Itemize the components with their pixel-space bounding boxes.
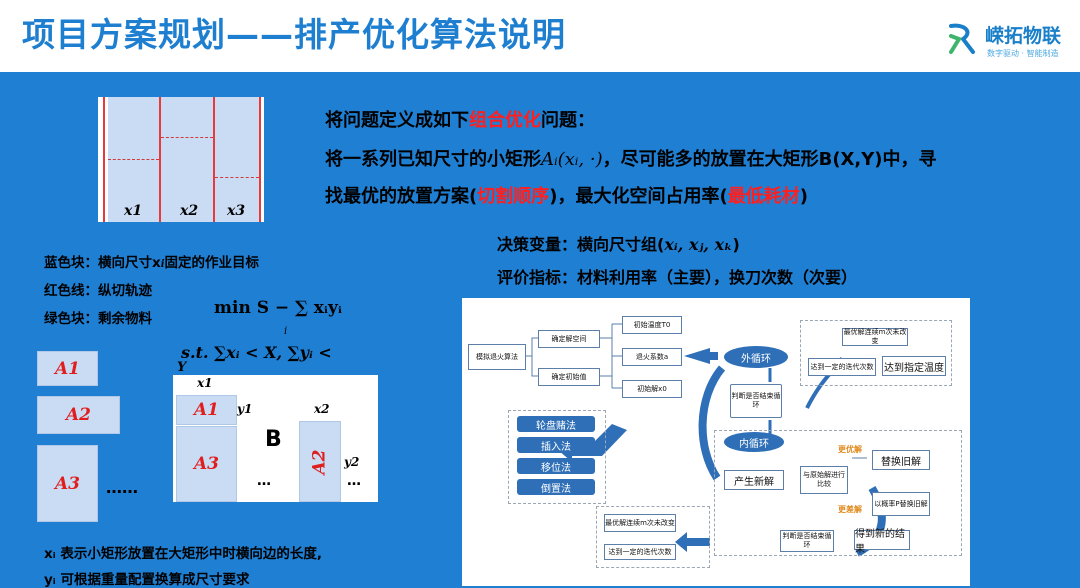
flow-compare: 与原始解进行比较 [800,466,848,494]
flow-judge-end: 判断是否结束循环 [730,384,782,418]
decision-math: xᵢ, xⱼ, xₖ [664,235,733,254]
problem-line-3-post: ) [799,186,808,207]
stop-criteria-bottom [596,506,710,568]
logo-name: 嵘拓物联 [985,25,1062,47]
flow-define-space: 确定解空间 [538,330,600,348]
evaluation-metrics: 评价指标：材料利用率（主要），换刀次数（次要） [497,268,858,287]
objective-formula: min S − ∑ xᵢyᵢ [214,298,342,318]
label-better: 更优解 [838,445,862,454]
dots-2: … [347,473,361,489]
decision-label: 决策变量：横向尺寸组( [497,235,665,254]
problem-line-2: 将一系列已知尺寸的小矩形Aᵢ(xᵢ, ·)，尽可能多的放置在大矩形B(X,Y)中… [325,145,937,171]
small-rect-a2: A2 [37,396,120,434]
methods-group [508,410,606,504]
placed-a2: A2 [299,421,341,502]
legend-blue: 蓝色块：横向尺寸xi固定的作业目标 [44,255,260,271]
arrow-right-icon [684,348,718,364]
label-worse: 更差解 [838,505,862,514]
label-x2: x2 [314,402,330,416]
cut-line [213,97,215,222]
ellipsis: …… [106,478,138,497]
flow-outer-loop: 外循环 [724,346,788,368]
cut-line [103,97,105,222]
flow-reach-temp: 达到指定温度 [882,356,946,376]
big-rect-b: A1 A3 A2 B x1 y1 x2 y2 … … [173,375,378,502]
legend-green: 绿色块：剩余物料 [44,311,152,327]
dots-1: … [257,473,271,489]
problem-line-3-pre: 找最优的放置方案( [325,186,478,207]
flow-init-sol: 初始解x0 [622,380,682,398]
placed-a3: A3 [176,426,237,502]
company-logo: 嵘拓物联 数字驱动 · 智能制造 [945,20,1075,64]
small-rect-a1: A1 [37,351,98,386]
flow-define-init: 确定初始值 [538,368,600,386]
small-rect-a3: A3 [37,445,98,522]
label-y2: y2 [344,455,360,469]
cross-cut-dash [108,159,159,160]
flow-new-result: 得到新的结果 [854,529,910,555]
flow-init-temp: 初始温度T0 [622,316,682,334]
method-invert: 倒置法 [517,479,595,495]
strip-3 [215,97,259,222]
method-insert: 插入法 [517,437,595,453]
inner-loop-group [714,430,962,556]
cut-line [159,97,161,222]
problem-line-2-math: Aᵢ(xᵢ, ·) [541,149,603,170]
problem-line-1-post: 问题： [541,110,595,131]
arrow-left-icon [675,532,710,552]
objective-subscript: i [284,326,288,337]
big-rect-label: B [265,427,282,452]
flow-replace-old: 替换旧解 [872,450,930,470]
highlight-combinatorial: 组合优化 [469,110,541,131]
cross-cut-dash [215,177,259,178]
flow-reach-iter-top: 达到一定的迭代次数 [808,358,876,376]
logo-tagline: 数字驱动 · 智能制造 [987,49,1059,58]
cut-line [259,97,261,222]
strip-label-x2: x2 [180,203,199,219]
highlight-cut-order: 切割顺序 [477,186,550,207]
footnote-1: xᵢ 表示小矩形放置在大矩形中时横向边的长度, [44,546,322,562]
placed-a2-label: A2 [310,448,330,475]
flow-judge-end-2: 判断是否结束循环 [780,530,834,552]
decision-variables: 决策变量：横向尺寸组(xᵢ, xⱼ, xₖ) [497,231,740,255]
page-title: 项目方案规划——排产优化算法说明 [22,15,566,54]
cross-cut-dash [161,137,213,138]
flow-inner-loop: 内循环 [724,432,784,452]
problem-line-2-pre: 将一系列已知尺寸的小矩形 [325,149,541,170]
flow-reach-iter-bottom: 达到一定的迭代次数 [604,544,676,560]
header-bar: 项目方案规划——排产优化算法说明 嵘拓物联 数字驱动 · 智能制造 [0,0,1080,72]
highlight-min-material: 最低耗材 [727,186,800,207]
flow-best-unchanged-bottom: 最优解连续m次未改变 [604,514,676,532]
flow-prob-replace: 以概率P替换旧解 [872,492,930,516]
flow-cool-coef: 退火系数a [622,348,682,366]
footnote-2: yᵢ 可根据重量配置换算成尺寸要求 [44,572,250,588]
strip-label-x1: x1 [124,203,143,219]
problem-line-1-pre: 将问题定义成如下 [325,110,469,131]
label-y1: y1 [237,402,253,416]
strip-cutting-diagram: x1 x2 x3 [98,97,264,222]
logo-icon [949,23,975,54]
label-x1: x1 [197,376,213,390]
problem-line-1: 将问题定义成如下组合优化问题： [325,106,595,132]
constraint-tail: Y [177,360,187,375]
legend-blue-suffix: 固定的作业目标 [164,255,260,271]
problem-line-2-post: ，尽可能多的放置在大矩形B(X,Y)中，寻 [602,149,937,170]
decision-end: ) [732,235,740,254]
legend-blue-text: 蓝色块：横向尺寸x [44,255,161,271]
strip-2 [161,97,213,222]
strip-label-x3: x3 [227,203,246,219]
problem-line-3: 找最优的放置方案(切割顺序)，最大化空间占用率(最低耗材) [325,182,808,208]
constraint-formula: s.t. ∑xᵢ < X, ∑yᵢ < [181,343,332,362]
loop-arrow-icon [698,365,726,481]
placed-a1: A1 [176,395,237,425]
method-shift: 移位法 [517,458,595,474]
flow-new-sol: 产生新解 [724,470,784,490]
legend-red: 红色线：纵切轨迹 [44,283,152,299]
problem-line-3-mid: )，最大化空间占用率( [549,186,728,207]
method-roulette: 轮盘赌法 [517,416,595,432]
stop-criteria-top [800,320,952,386]
simulated-annealing-flowchart: 模拟退火算法 确定解空间 确定初始值 初始温度T0 退火系数a 初始解x0 轮盘… [462,298,970,586]
flow-start: 模拟退火算法 [468,344,526,370]
flow-best-unchanged-top: 最优解连续m次未改变 [842,328,908,346]
